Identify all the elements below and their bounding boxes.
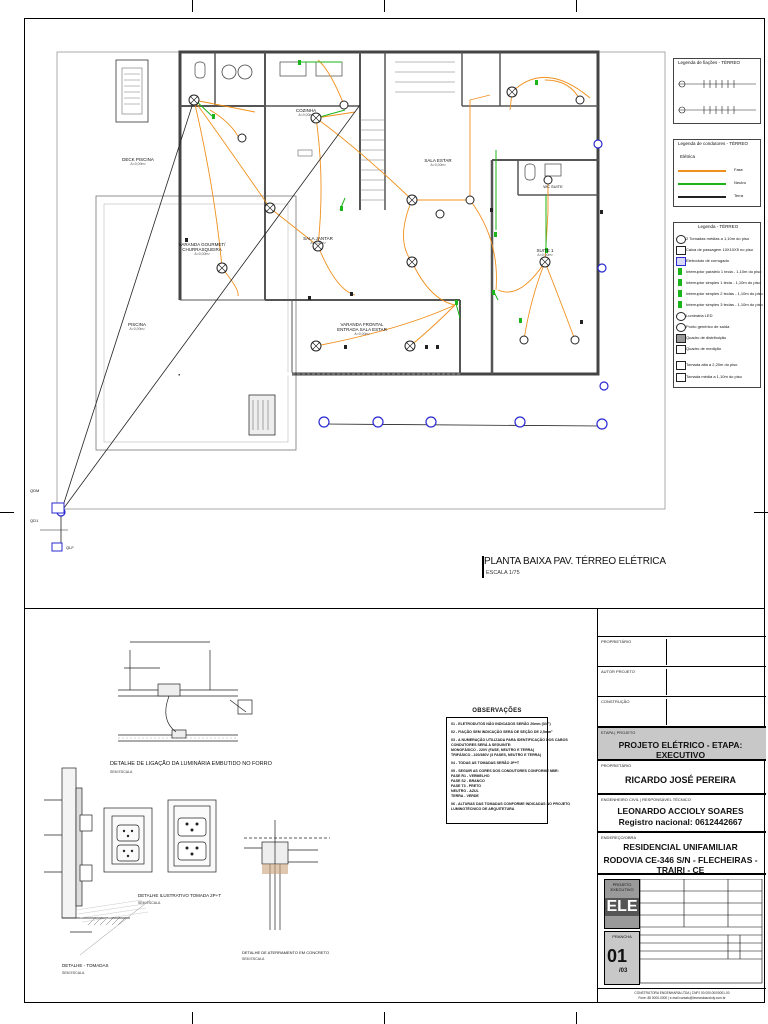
observation-line: NEUTRO - AZUL xyxy=(451,789,479,793)
plan-title: PLANTA BAIXA PAV. TÉRREO ELÉTRICA xyxy=(484,556,666,567)
border-tick xyxy=(384,1012,385,1024)
legend-symbol-row: Quadro de distribuição xyxy=(674,333,760,343)
legend-symbol-row: Quadro de medição xyxy=(674,344,760,354)
legend-conductors-title: Legenda de condutores - TÉRREO xyxy=(678,141,748,146)
section-divider xyxy=(24,608,765,609)
legend-conductor-row: Terra xyxy=(674,192,760,202)
detail-luminaire-title: DETALHE DE LIGAÇÃO DA LUMINÁRIA EMBUTIDO… xyxy=(110,761,272,767)
tb-footer-row: CONSTRUTORA ENGENHARIA LTDA | CNPJ 00.00… xyxy=(598,988,766,1003)
border-tick xyxy=(754,512,768,513)
tb-construcao-row: CONSTRUÇÃO xyxy=(598,696,766,726)
tb-owner-row: PROPRIETÁRIO RICARDO JOSÉ PEREIRA xyxy=(598,759,766,793)
title-bar xyxy=(482,556,484,578)
observation-line: 03 - A NUMERAÇÃO UTILIZADA PARA IDENTIFI… xyxy=(451,738,568,742)
legend-symbol-row: 2 Tomadas médias a 1,10m do piso xyxy=(674,234,760,244)
observation-line: FASE R1 - VERMELHO xyxy=(451,774,490,778)
legend-symbol-row: Interruptor simples 2 teclas - 1,10m do … xyxy=(674,289,763,299)
detail-luminaire-scale: SEM ESCALA xyxy=(110,770,133,774)
observations-box: OBSERVAÇÕES 01 - ELETRODUTOS NÃO INDICAD… xyxy=(446,708,570,824)
border-tick xyxy=(384,0,385,12)
legend-symbol-row: Interruptor paralelo 1 tecla - 1,10m do … xyxy=(674,267,761,277)
legend-symbol-row: Tomada alta a 2,20m do piso xyxy=(674,360,760,370)
title-block: PROPRIETÁRIO AUTOR PROJETO CONSTRUÇÃO ET… xyxy=(597,608,766,1003)
observation-line: TERRA - VERDE xyxy=(451,794,479,798)
legend-symbol-row: Luminária LED xyxy=(674,311,760,321)
detail-outlet-title: DETALHE ILUSTRATIVO TOMADA 2P+T xyxy=(138,893,222,898)
tb-engineer-row: ENGENHEIRO CIVIL | RESPONSÁVEL TÉCNICO L… xyxy=(598,793,766,831)
legend-conductors-head: Elétrica xyxy=(680,154,696,159)
legend-wiring-title: Legenda de fiações - TÉRREO xyxy=(678,60,740,65)
legend-symbol-row: Ponto genérico de saída xyxy=(674,322,760,332)
legend-conductors: Legenda de condutores - TÉRREO Elétrica … xyxy=(673,139,761,207)
tb-engineer-name: LEONARDO ACCIOLY SOARES xyxy=(617,806,744,816)
tb-code: ELE xyxy=(605,898,639,916)
legend-symbols-title: Legenda - TÉRREO xyxy=(698,224,739,229)
legend-conductor-row: Fase xyxy=(674,166,760,176)
legend-symbol-row: Interruptor simples 3 teclas - 1,10m do … xyxy=(674,300,763,310)
plan-scale: ESCALA 1/75 xyxy=(486,570,520,576)
meter-label: QLF xyxy=(66,545,74,550)
observation-line: FASE S2 - BRANCO xyxy=(451,779,485,783)
tb-engineer-reg: Registro nacional: 0612442667 xyxy=(618,817,743,827)
observation-line: 05 - SEGUIR AS CORES DOS CONDUTORES CONF… xyxy=(451,769,559,773)
legend-symbol-row: Eletroduto de corrugado xyxy=(674,256,760,266)
tb-proprietario-row: PROPRIETÁRIO xyxy=(598,636,766,666)
border-tick xyxy=(576,0,577,12)
tb-grid xyxy=(640,879,763,984)
detail-grounding-scale: SEM ESCALA xyxy=(242,957,265,961)
tb-sheet-row: PROJETO EXECUTIVO ELE PRANCHA 01 /03 xyxy=(598,873,766,990)
observations-title: OBSERVAÇÕES xyxy=(472,708,522,714)
border-tick xyxy=(192,0,193,12)
tb-prancha-box: PRANCHA 01 /03 xyxy=(604,931,640,985)
tb-work-name: RESIDENCIAL UNIFAMILIAR xyxy=(623,842,738,852)
border-tick xyxy=(0,512,14,513)
floor-plan xyxy=(40,50,666,552)
sheet-frame xyxy=(24,18,765,1003)
meter-label: QDM xyxy=(30,488,40,493)
border-tick xyxy=(192,1012,193,1024)
detail-outlet-scale: SEM ESCALA xyxy=(138,901,161,905)
construction-details xyxy=(44,641,330,956)
detail-tomadas-title: DETALHE - TOMADAS xyxy=(62,963,109,968)
observation-line: 04 - TODAS AS TOMADAS SERÃO 2P+T xyxy=(451,761,520,765)
wiring-symbols xyxy=(678,80,756,114)
legend-symbols: Legenda - TÉRREO 2 Tomadas médias a 1,10… xyxy=(673,222,763,388)
detail-grounding-title: DETALHE DE ATERRAMENTO EM CONCRETO xyxy=(242,950,330,955)
legend-symbol-row: Tomada média a 1,10m do piso xyxy=(674,372,760,382)
room-label-wc: WC SUITE xyxy=(543,184,563,189)
observation-line: CONDUTORES SERÁ A SEGUINTE: xyxy=(451,743,512,747)
legend-wiring: Legenda de fiações - TÉRREO xyxy=(673,58,761,124)
tb-work-address: RODOVIA CE-346 S/N - FLECHEIRAS - TRAIRI… xyxy=(603,855,758,875)
legend-conductor-row: Neutro xyxy=(674,179,760,189)
legend-symbol-row: Interruptor simples 1 tecla - 1,10m do p… xyxy=(674,278,761,288)
tb-etapa-row: ETAPA | PROJETO PROJETO ELÉTRICO - ETAPA… xyxy=(598,726,766,760)
tb-sheet-num: 01 xyxy=(607,946,628,966)
observation-line: LUMINOTÉCNICO DE ARQUITETURA xyxy=(451,807,515,811)
observation-line: 02 - FIAÇÃO SEM INDICAÇÃO SERÁ DE SEÇÃO … xyxy=(451,730,553,734)
observation-line: MONOFÁSICO - 220V (FASE, NEUTRO E TERRA) xyxy=(451,748,535,752)
observation-line: FASE T3 - PRETO xyxy=(451,784,482,788)
observation-line: 01 - ELETRODUTOS NÃO INDICADOS SERÃO 20m… xyxy=(451,722,551,726)
tb-autor-row: AUTOR PROJETO xyxy=(598,666,766,696)
observation-line: TRIFÁSICO - 220/380V (3 FASES, NEUTRO E … xyxy=(451,753,542,757)
detail-tomadas-scale: SEM ESCALA xyxy=(62,971,85,975)
meter-label: QD1 xyxy=(30,518,39,523)
tb-code-box: PROJETO EXECUTIVO ELE xyxy=(604,879,640,929)
tb-owner-name: RICARDO JOSÉ PEREIRA xyxy=(624,775,737,785)
tb-address-row: ENDEREÇO/OBRA RESIDENCIAL UNIFAMILIAR RO… xyxy=(598,831,766,875)
observation-line: 06 - ALTURAS DAS TOMADAS CONFORME INDICA… xyxy=(451,802,571,806)
border-tick xyxy=(576,1012,577,1024)
tb-etapa-value: PROJETO ELÉTRICO - ETAPA: EXECUTIVO xyxy=(618,740,743,760)
legend-symbol-row: Caixa de passagem 10X10X5 no piso xyxy=(674,245,760,255)
tb-sheet-total: /03 xyxy=(619,968,628,974)
